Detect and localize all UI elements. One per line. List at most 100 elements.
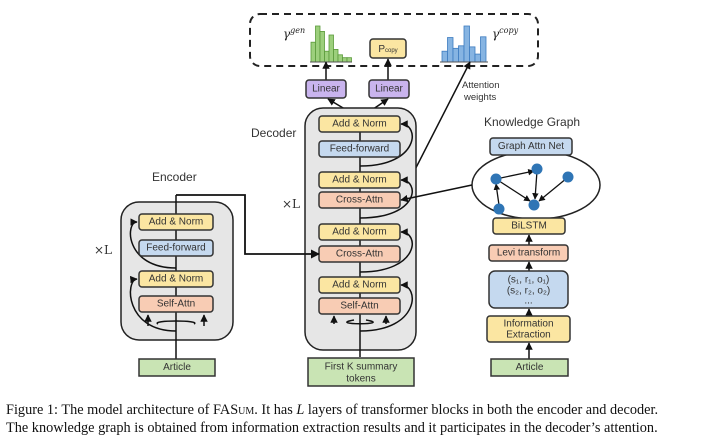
gen-histogram [310,25,352,63]
encoder-repeat-label: ×L [94,243,112,257]
gen-hist-bar [315,25,321,63]
caption-text: layers of transformer blocks in both the… [304,402,659,418]
bilstm-label: BiLSTM [511,221,547,232]
decoder-input-label-1: First K summary [325,362,398,373]
decoder-add-norm-2-box [318,171,401,189]
decoder-add-norm-1-label: Add & Norm [332,227,386,238]
decoder-cross-attn-kg-label: Cross-Attn [336,195,383,206]
decoder-self-attn-label: Self-Attn [340,301,378,312]
triple-2: (s₂, r₂, o₂) [507,286,550,297]
p-copy-box [369,38,407,59]
decoder-feed-forward-box [318,140,401,158]
triple-1: (s₁, r₁, o₁) [508,275,550,286]
copy-hist-bar [480,36,487,63]
kg-input-label: Article [516,362,544,373]
bilstm-box [492,217,566,235]
decoder-title: Decoder [251,126,296,140]
gamma-gen-label: γgen [283,26,305,41]
caption-text: . It has [254,402,297,418]
levi-transform-box [488,244,569,262]
encoder-self-attn-fanout [156,320,196,325]
model-name-smallcaps: um [238,402,255,418]
encoder-input-box [138,358,216,377]
encoder-add-norm-1-label: Add & Norm [149,274,203,285]
encoder-input-label: Article [163,362,191,373]
model-name: FAS [212,402,239,418]
gen-hist-bar [333,49,339,63]
output-panel-border [249,13,539,67]
copy-hist-bar [469,46,476,63]
kg-input-box [490,358,569,377]
decoder-input-box [307,357,415,387]
kg-to-decoder-arrow [400,184,473,203]
triples-box [488,270,569,309]
decoder-residual-2 [359,228,413,273]
architecture-diagram: γgen Pcopy γcopy Linear Linear Attention… [94,13,601,387]
encoder-add-norm-2-label: Add & Norm [149,217,203,228]
encoder-title: Encoder [152,170,197,184]
caption-line-2: The knowledge graph is obtained from inf… [6,420,658,436]
decoder-add-norm-1-box [318,223,401,241]
graph-edge [493,183,501,206]
decoder-add-norm-2-label: Add & Norm [332,175,386,186]
graph-edge [538,177,568,202]
decoder-add-norm-3-label: Add & Norm [332,119,386,130]
graph-node [528,199,540,211]
linear-left-box [305,79,347,99]
decoder-input-label-2: tokens [346,374,375,385]
graph-edge [495,169,535,180]
copy-hist-bar [452,47,459,63]
decoder-repeat-label: ×L [282,197,300,211]
graph-node [490,173,502,185]
copy-hist-bar [441,50,448,63]
graph-edge [532,170,539,200]
decoder-add-norm-0-box [318,276,401,294]
encoder-self-attn-box [138,295,214,313]
attention-weights-label-2: weights [463,92,496,103]
decoder-feed-forward-label: Feed-forward [330,144,389,155]
caption-text: Figure 1: The model architecture of [6,402,213,418]
figure-caption: Figure 1: The model architecture of FASu… [6,401,718,437]
graph-node [493,203,505,215]
copy-histogram [441,25,487,63]
graph-edge [495,178,531,202]
gamma-copy-label: γcopy [492,26,519,41]
copy-hist-bar [458,45,465,63]
gen-hist-bar [319,30,325,63]
encoder-feed-forward-box [138,239,214,257]
levi-transform-label: Levi transform [497,248,560,259]
caption-line-1: Figure 1: The model architecture of FASu… [6,401,718,419]
copy-hist-bar [474,53,481,63]
decoder-residual-1 [359,281,413,332]
information-extraction-box [486,315,571,343]
encoder-residual-1 [129,275,177,332]
information-extraction-label-2: Extraction [506,330,550,341]
decoder-self-attn-box [318,297,401,315]
p-copy-label: Pcopy [378,44,397,55]
gen-hist-bar [324,50,330,63]
encoder-to-decoder-arrow [176,194,320,259]
gen-hist-bar [310,41,316,63]
gen-hist-bar [337,54,343,63]
gen-hist-bar [346,57,352,63]
information-extraction-label-1: Information [503,319,553,330]
attention-weights-label-1: Attention [462,80,500,91]
copy-hist-bar [447,37,454,63]
decoder-add-norm-3-box [318,115,401,133]
encoder-add-norm-1-box [138,270,214,288]
encoder-feed-forward-label: Feed-forward [146,243,205,254]
decoder-residual-4 [359,120,413,167]
linear-right-label: Linear [375,84,403,95]
knowledge-graph-title: Knowledge Graph [484,115,580,129]
linear-right-box [368,79,410,99]
caption-math-l: L [296,402,305,418]
decoder-self-attn-fanout [346,319,374,325]
decoder-cross-attn-enc-label: Cross-Attn [336,249,383,260]
encoder-self-attn-label: Self-Attn [157,299,195,310]
decoder-add-norm-0-label: Add & Norm [332,280,386,291]
graph-attn-net-label: Graph Attn Net [498,141,564,152]
gen-hist-bar [342,57,348,63]
graph-node [562,171,574,183]
triples-ellipsis: ... [524,296,532,307]
copy-hist-bar [463,25,470,63]
